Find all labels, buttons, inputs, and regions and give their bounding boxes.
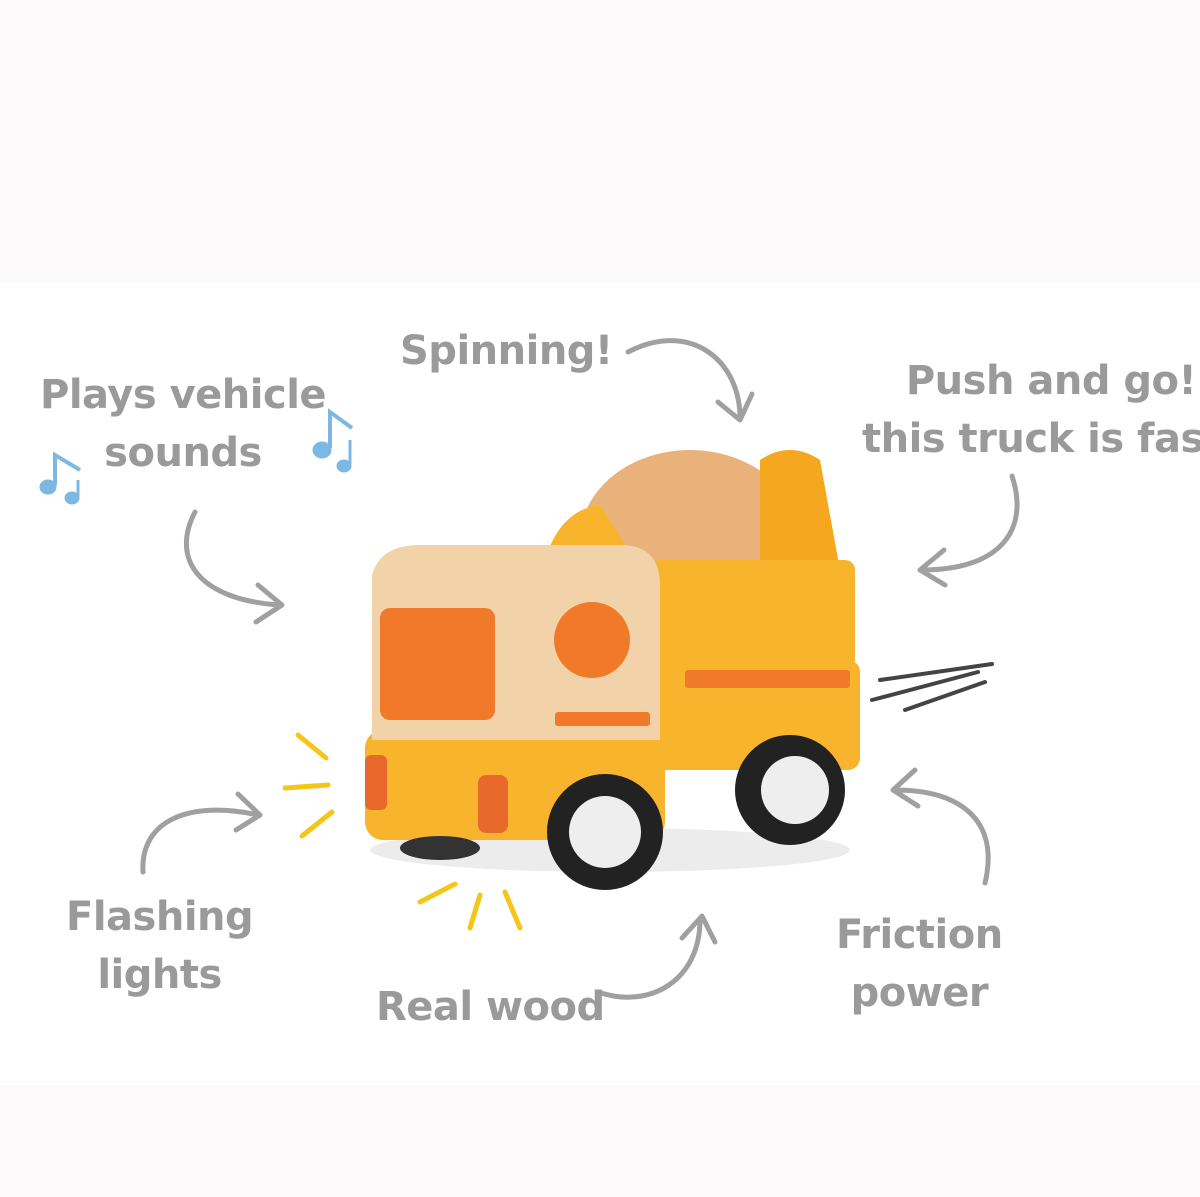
label-line: Flashing	[66, 894, 254, 940]
label-line: lights	[97, 952, 222, 998]
arrow-push	[917, 473, 1020, 588]
speed-lines-icon	[870, 662, 994, 712]
label-flashing-lights: Flashing lights	[66, 888, 254, 1004]
arrow-spinning	[625, 338, 755, 423]
flashing-light-rays-icon	[282, 732, 523, 931]
label-line: power	[850, 970, 989, 1016]
arrow-friction	[890, 767, 991, 886]
music-note-icon-right	[312, 408, 354, 473]
label-spinning: Spinning!	[400, 328, 613, 374]
label-line: this truck is fast!	[862, 416, 1200, 462]
arrow-lights	[140, 791, 263, 875]
label-friction-power: Friction power	[836, 906, 1003, 1022]
bottom-background-band	[0, 1085, 1200, 1197]
label-line: Push and go!	[905, 358, 1197, 404]
label-line: Friction	[836, 912, 1003, 958]
top-background-band	[0, 0, 1200, 282]
arrow-wood	[595, 913, 718, 1000]
label-plays-sounds: Plays vehicle sounds	[40, 366, 327, 482]
cement-truck-toy-image	[365, 450, 860, 890]
music-note-icon-left	[39, 451, 82, 505]
label-line: sounds	[104, 430, 262, 476]
label-push-and-go: Push and go! this truck is fast!	[862, 352, 1200, 468]
label-line: Plays vehicle	[40, 372, 327, 418]
arrow-sounds	[183, 509, 285, 625]
label-real-wood: Real wood	[376, 984, 605, 1030]
